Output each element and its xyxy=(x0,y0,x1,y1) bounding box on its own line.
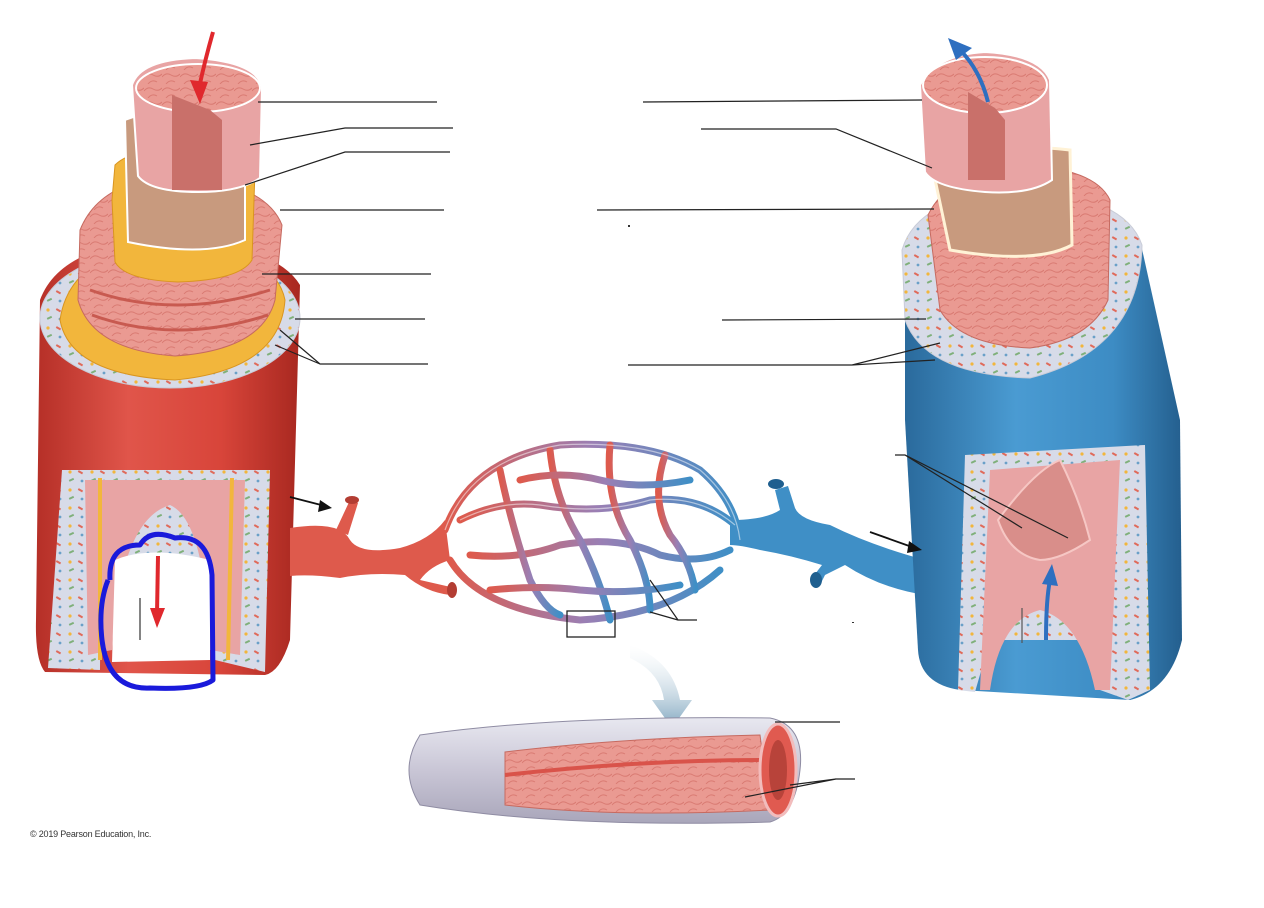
label-line-artery-7 xyxy=(274,329,428,365)
label-line-vein-3 xyxy=(596,208,935,211)
venule xyxy=(730,486,925,595)
label-line-vein-1 xyxy=(642,99,923,103)
vein xyxy=(901,38,1182,700)
capillary-enlarged xyxy=(408,717,802,824)
capillary-selection-box xyxy=(566,610,616,638)
annotation-circle xyxy=(98,531,216,691)
venous-valve xyxy=(996,458,1092,562)
label-line-valve xyxy=(895,454,1069,539)
arrow-right-icon xyxy=(318,500,332,512)
capillary-bed xyxy=(290,440,925,728)
arteriole xyxy=(290,520,455,595)
label-line-artery-2 xyxy=(249,127,453,146)
label-line-vein-5 xyxy=(628,342,941,366)
label-line-capillary-2 xyxy=(744,778,855,798)
artery xyxy=(35,31,301,691)
curved-arrow-icon xyxy=(630,645,692,728)
arrow-right-icon xyxy=(907,541,922,553)
copyright-text: © 2019 Pearson Education, Inc. xyxy=(30,829,152,839)
pointer-arrows xyxy=(289,496,922,553)
label-line-artery-3 xyxy=(244,151,450,186)
label-line-capillary-bed xyxy=(649,579,697,621)
label-line-vein-4 xyxy=(721,318,927,321)
label-line-vein-2 xyxy=(701,128,933,169)
arrow-down-icon xyxy=(155,555,160,615)
label-lines xyxy=(244,99,1069,798)
